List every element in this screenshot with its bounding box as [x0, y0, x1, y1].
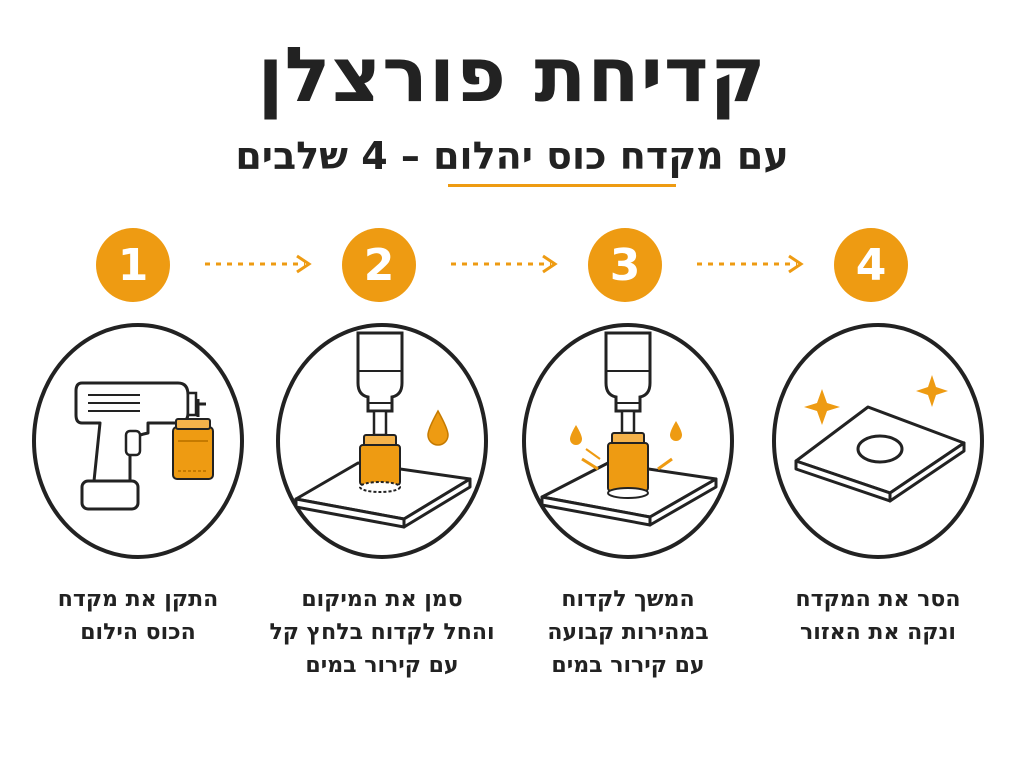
caption-line: במהירות קבועה [547, 620, 709, 645]
step-3-badge: 3 [588, 228, 662, 302]
clean-finished-hole-icon [772, 323, 984, 559]
subtitle-underline [448, 184, 676, 187]
page-title: קדיחת פורצלן [257, 30, 767, 119]
step-1-badge: 1 [96, 228, 170, 302]
caption-line: ונקה את האזור [800, 620, 956, 645]
arrow-right-icon [205, 254, 312, 274]
step-4-badge: 4 [834, 228, 908, 302]
arrow-right-icon [697, 254, 804, 274]
mark-and-start-drilling-icon [276, 323, 488, 559]
step-4-caption: הסר את המקדח ונקה את האזור [758, 583, 998, 649]
caption-line: עם קירור במים [551, 653, 705, 678]
caption-line: התקן את מקדח [57, 587, 219, 612]
step-2-caption: סמן את המיקום והחל לקדוח בלחץ קל עם קירו… [262, 583, 502, 682]
caption-line: סמן את המיקום [301, 587, 463, 612]
caption-line: הסר את המקדח [795, 587, 961, 612]
step-1-caption: התקן את מקדח הכוס הילום [18, 583, 258, 649]
arrow-right-icon [451, 254, 558, 274]
caption-line: עם קירור במים [305, 653, 459, 678]
caption-line: והחל לקדוח בלחץ קל [269, 620, 495, 645]
caption-line: המשך לקדוח [561, 587, 695, 612]
continue-drilling-icon [522, 323, 734, 559]
page-subtitle: עם מקדח כוס יהלום – 4 שלבים [235, 134, 789, 178]
step-3-caption: המשך לקדוח במהירות קבועה עם קירור במים [508, 583, 748, 682]
step-2-badge: 2 [342, 228, 416, 302]
caption-line: הכוס הילום [80, 620, 196, 645]
drill-with-core-bit-icon [32, 323, 244, 559]
